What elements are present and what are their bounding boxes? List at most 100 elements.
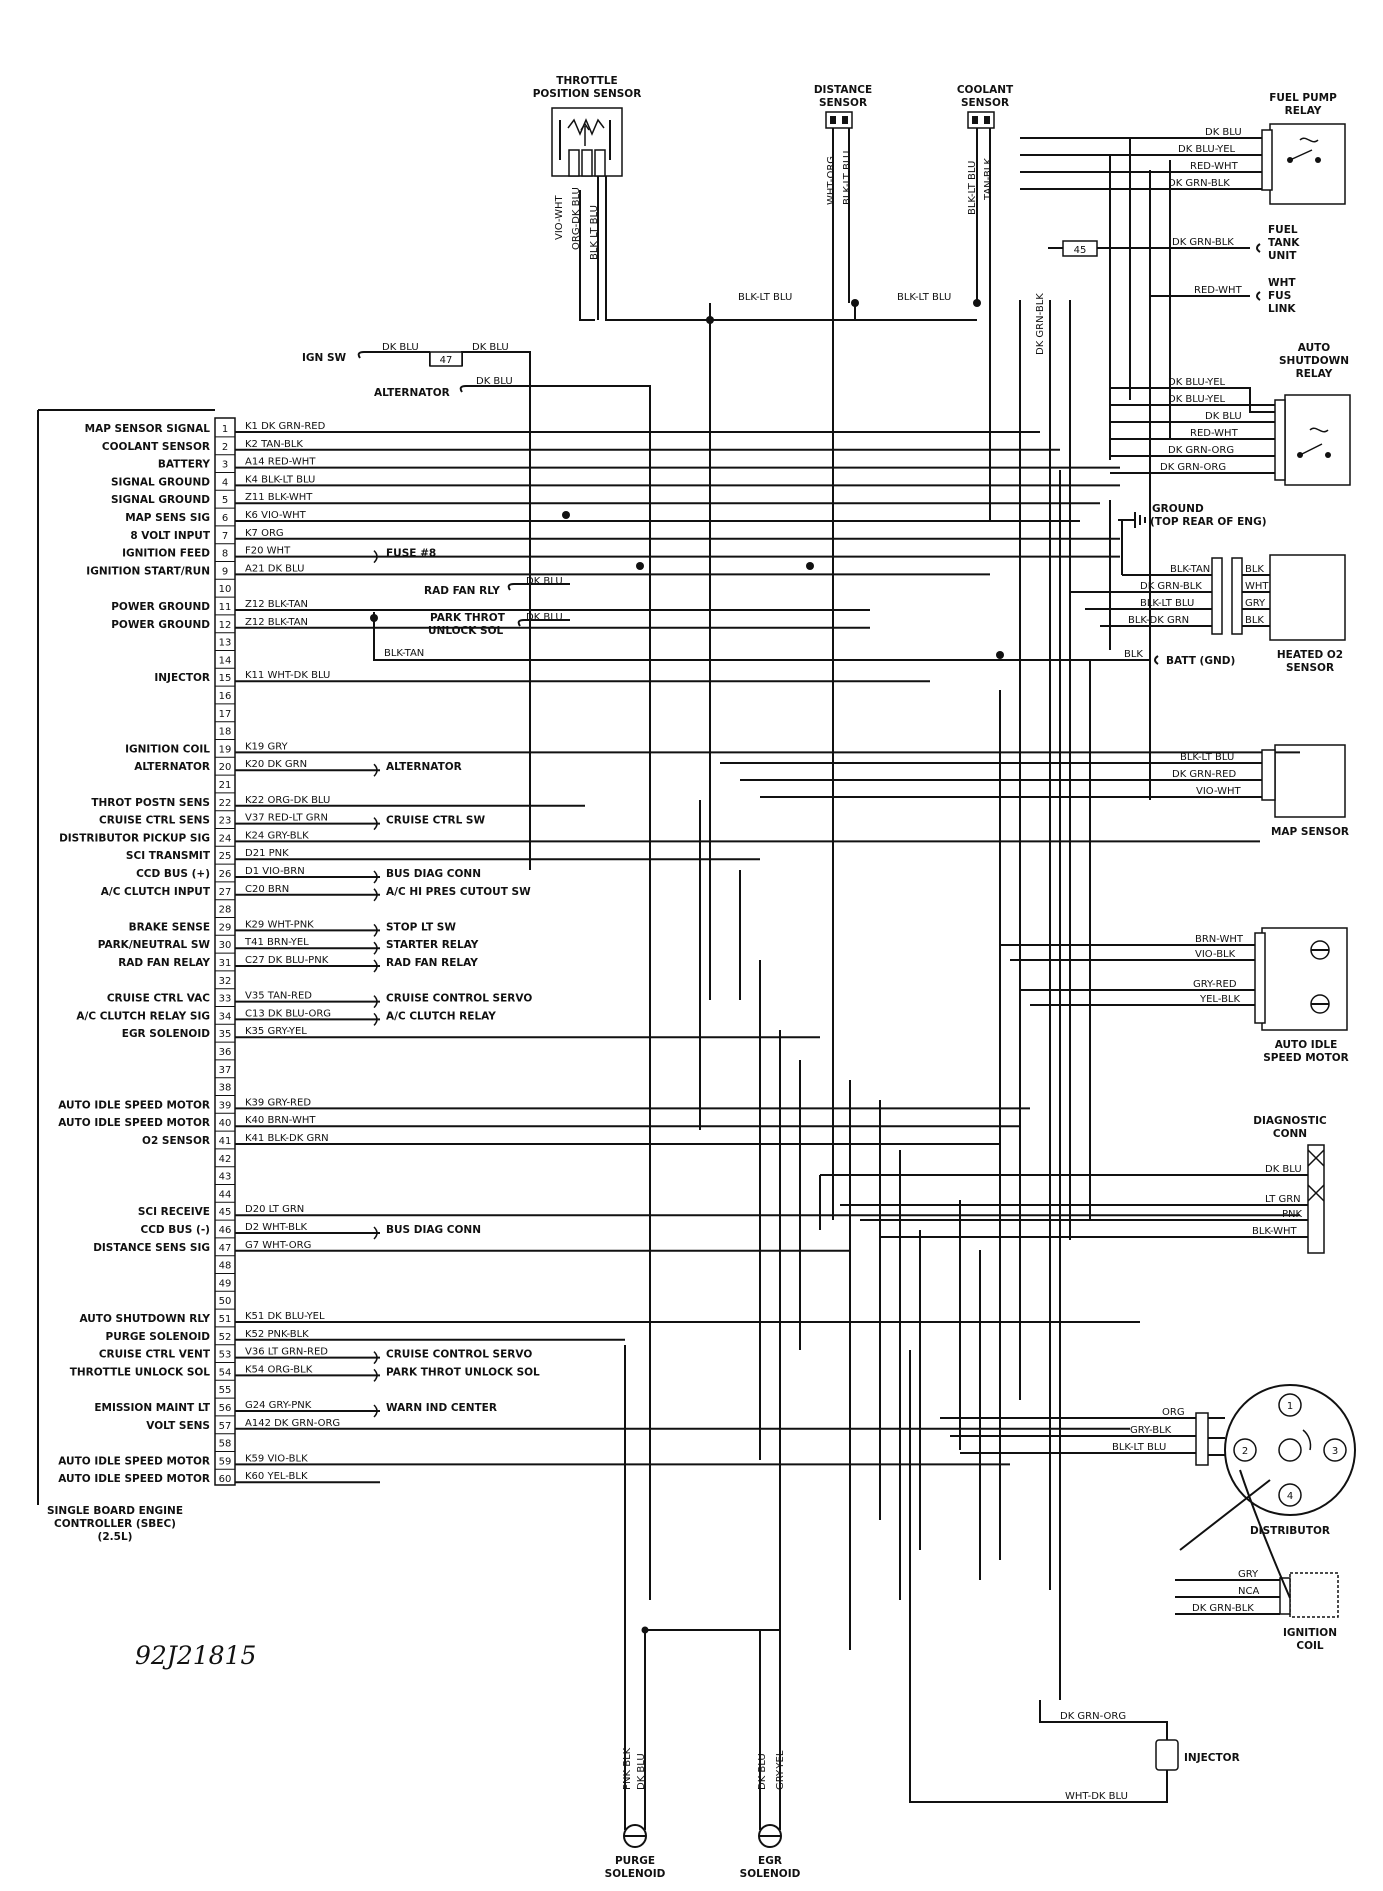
- pin-wire-label: V36 LT GRN-RED: [245, 1347, 328, 1358]
- pin-number: 28: [219, 905, 232, 916]
- ecu-title-2: CONTROLLER (SBEC): [54, 1518, 176, 1530]
- pin-number: 29: [219, 922, 232, 933]
- purge-title-1: PURGE: [615, 1855, 655, 1867]
- dist-term-2: 2: [1242, 1446, 1248, 1457]
- ais-wire-1: BRN-WHT: [1195, 934, 1244, 945]
- auto-idle-speed-motor: BRN-WHT VIO-BLK GRY-RED YEL-BLK AUTO IDL…: [1000, 927, 1349, 1064]
- fuel-tank-title-3: UNIT: [1268, 250, 1297, 262]
- map-sensor: BLK-LT BLU DK GRN-RED VIO-WHT MAP SENSOR: [720, 744, 1349, 838]
- ignition-coil: GRY NCA DK GRN-BLK IGNITION COIL: [1175, 1469, 1339, 1652]
- fusible-link: RED-WHT WHT FUS LINK: [1150, 277, 1296, 315]
- diagnostic-connector: DIAGNOSTIC CONN DK BLU LT GRN PNK BLK-WH…: [820, 1115, 1327, 1254]
- fuse-45: 45: [1074, 245, 1087, 256]
- pin-signal: SIGNAL GROUND: [111, 494, 210, 506]
- inj-wire-2: WHT-DK BLU: [1065, 1791, 1128, 1802]
- bus-label-2: BLK-LT BLU: [897, 292, 951, 303]
- asd-wire-4: RED-WHT: [1190, 428, 1239, 439]
- pin-number: 44: [219, 1189, 232, 1200]
- asd-title-1: AUTO: [1298, 342, 1330, 354]
- pin-number: 35: [219, 1029, 232, 1040]
- diag-wire-1: DK BLU: [1265, 1164, 1302, 1175]
- pin-signal: RAD FAN RELAY: [118, 957, 210, 969]
- pin-connector-mark: [373, 995, 378, 1009]
- pin-number: 59: [219, 1456, 232, 1467]
- pin-connector-mark: [373, 959, 378, 973]
- pin-number: 15: [219, 673, 232, 684]
- pin-number: 40: [219, 1118, 232, 1129]
- pin-number: 52: [219, 1332, 232, 1343]
- tps-wire-1: VIO-WHT: [554, 194, 565, 240]
- pin-signal: CCD BUS (-): [141, 1224, 211, 1236]
- pin-connector-mark: [373, 763, 378, 777]
- alternator-wire: DK BLU: [476, 376, 513, 387]
- pin-number: 8: [222, 549, 228, 560]
- pin-number: 1: [222, 424, 228, 435]
- asd-wire-2: DK BLU-YEL: [1168, 394, 1226, 405]
- ecu-title-3: (2.5L): [98, 1531, 133, 1543]
- pin-wire-label: G24 GRY-PNK: [245, 1400, 312, 1411]
- purge-title-2: SOLENOID: [605, 1868, 666, 1880]
- pin-destination: RAD FAN RELAY: [386, 957, 478, 969]
- pin-signal: IGNITION START/RUN: [86, 565, 210, 577]
- asd-title-3: RELAY: [1296, 368, 1333, 380]
- egr-solenoid: DK BLU GRY-YEL EGR SOLENOID: [641, 1030, 801, 1880]
- fpr-wire-4: DK GRN-BLK: [1168, 178, 1230, 189]
- pin-number: 36: [219, 1047, 232, 1058]
- pin-destination: WARN IND CENTER: [386, 1402, 497, 1414]
- pin-number: 58: [219, 1439, 232, 1450]
- egr-title-1: EGR: [758, 1855, 782, 1867]
- pin-number: 18: [219, 727, 232, 738]
- purge-wire-1: PNK BLK: [622, 1747, 633, 1790]
- pin-number: 10: [219, 584, 232, 595]
- pin-wire-label: K11 WHT-DK BLU: [245, 670, 330, 681]
- batt-wire: BLK: [1124, 649, 1143, 660]
- pin-number: 17: [219, 709, 232, 720]
- pin-signal: CRUISE CTRL SENS: [99, 815, 210, 827]
- pin-signal: MAP SENSOR SIGNAL: [85, 423, 211, 435]
- o2-out-2: WHT: [1245, 581, 1269, 592]
- pin-destination: CRUISE CONTROL SERVO: [386, 1349, 532, 1361]
- ais-wire-3: GRY-RED: [1193, 979, 1237, 990]
- pin-signal: AUTO IDLE SPEED MOTOR: [58, 1117, 210, 1129]
- asd-wire-5: DK GRN-ORG: [1168, 445, 1234, 456]
- o2-in-1: BLK-TAN: [1170, 564, 1210, 575]
- park-throt-2: UNLOCK SOL: [428, 625, 504, 637]
- pin-wire-label: K52 PNK-BLK: [245, 1329, 309, 1340]
- ecu-title-1: SINGLE BOARD ENGINE: [47, 1505, 183, 1517]
- pin-signal: MAP SENS SIG: [125, 512, 210, 524]
- o2-in-4: BLK-DK GRN: [1128, 615, 1189, 626]
- pin-connector-mark: [373, 1012, 378, 1026]
- pin-number: 57: [219, 1421, 232, 1432]
- pin-destination: ALTERNATOR: [386, 761, 462, 773]
- pin-signal: VOLT SENS: [146, 1420, 210, 1432]
- battery-ground: BLK BATT (GND): [1120, 649, 1235, 667]
- pin-destination: FUSE #8: [386, 548, 436, 560]
- pin-destination: STOP LT SW: [386, 921, 456, 933]
- blk-tan-label: BLK-TAN: [384, 648, 424, 659]
- pin-connector-mark: [373, 550, 378, 564]
- pin-signal: EMISSION MAINT LT: [94, 1402, 210, 1414]
- pin-wire-label: D2 WHT-BLK: [245, 1222, 308, 1233]
- sheet-id: 92J21815: [135, 1641, 256, 1670]
- pin-destination: A/C HI PRES CUTOUT SW: [386, 886, 531, 898]
- pin-signal: AUTO SHUTDOWN RLY: [79, 1313, 210, 1325]
- rad-fan-rly: RAD FAN RLY: [424, 585, 500, 597]
- pin-number: 4: [222, 477, 228, 488]
- asd-wire-3: DK BLU: [1205, 411, 1242, 422]
- fus-link-title-2: FUS: [1268, 290, 1291, 302]
- o2-in-2: DK GRN-BLK: [1140, 581, 1202, 592]
- inj-wire-1: DK GRN-ORG: [1060, 1711, 1126, 1722]
- dist-title: DISTRIBUTOR: [1250, 1525, 1330, 1537]
- coolant-wire-2: TAN-BLK: [983, 158, 994, 201]
- pin-wire-label: A14 RED-WHT: [245, 457, 316, 468]
- pin-number: 9: [222, 566, 228, 577]
- dk-grn-blk-vertical: DK GRN-BLK: [1035, 293, 1046, 355]
- pin-wire-label: K20 DK GRN: [245, 759, 307, 770]
- inj-title: INJECTOR: [1184, 1752, 1240, 1764]
- pin-wire-label: K59 VIO-BLK: [245, 1453, 308, 1464]
- pin-number: 54: [219, 1367, 232, 1378]
- fpr-title-1: FUEL PUMP: [1269, 92, 1337, 104]
- heated-o2-sensor: BLK-TAN DK GRN-BLK BLK-LT BLU BLK-DK GRN…: [1070, 554, 1346, 674]
- distance-title-1: DISTANCE: [814, 84, 872, 96]
